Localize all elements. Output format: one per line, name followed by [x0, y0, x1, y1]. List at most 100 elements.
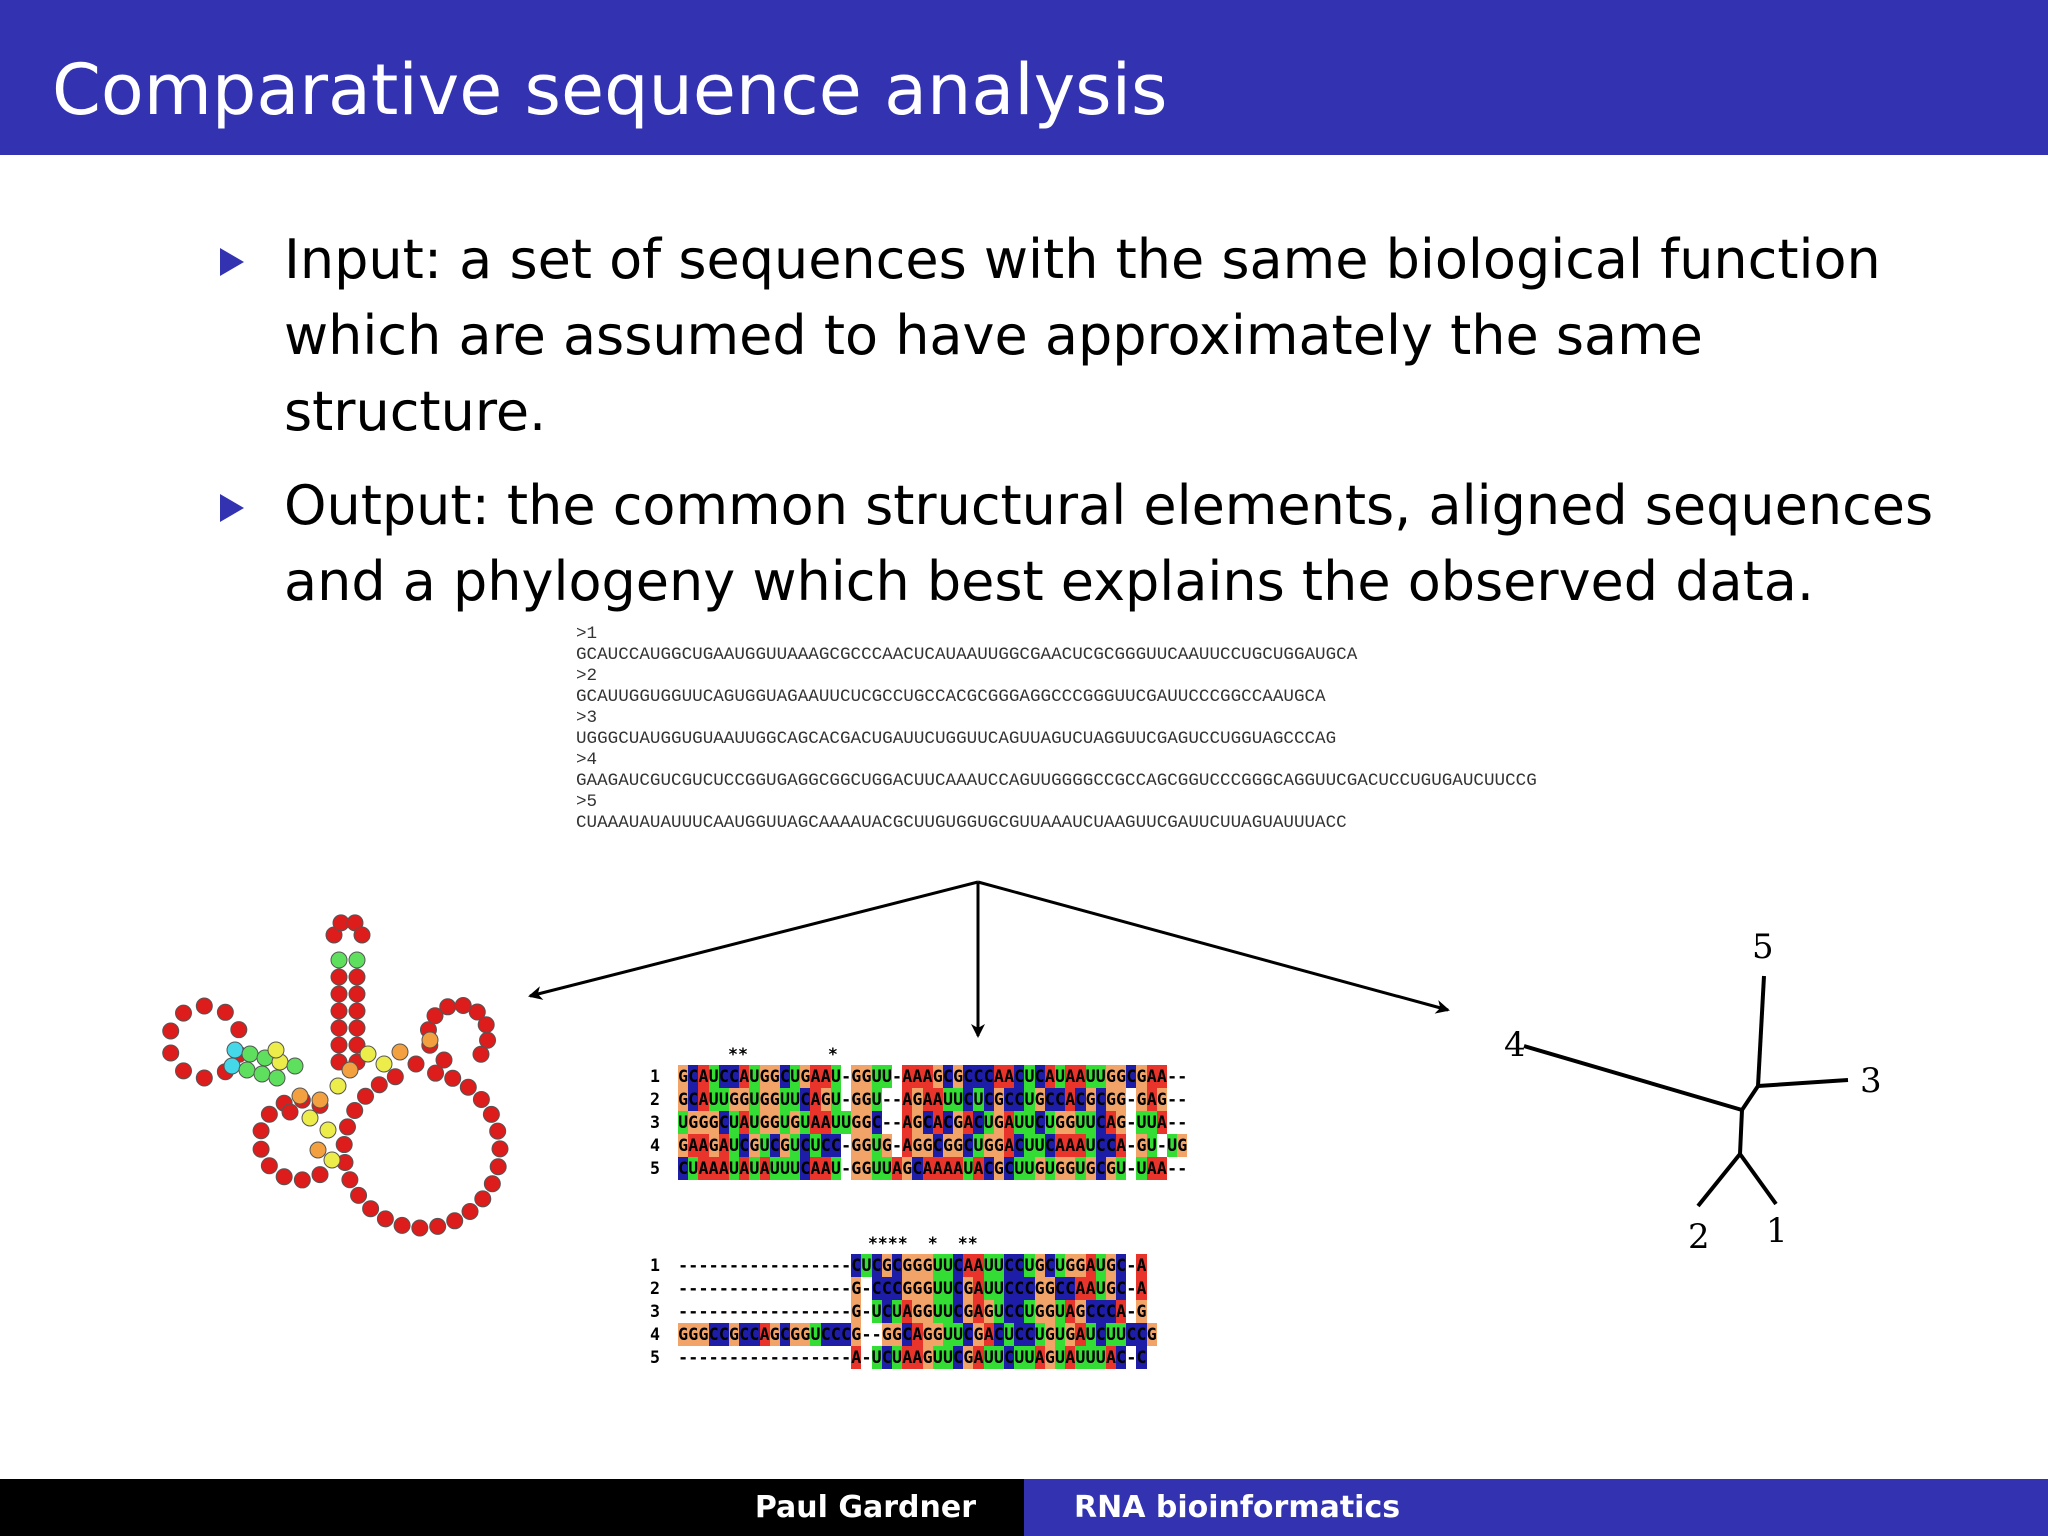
- nucleotide-dot: [341, 1061, 359, 1079]
- nucleotide: C: [983, 1065, 994, 1088]
- nucleotide: -: [718, 1302, 729, 1321]
- nucleotide-dot: [241, 1045, 259, 1063]
- nucleotide: A: [810, 1088, 821, 1111]
- nucleotide: A: [1146, 1088, 1157, 1111]
- nucleotide: U: [1116, 1157, 1127, 1180]
- nucleotide: G: [800, 1323, 811, 1346]
- nucleotide: G: [759, 1065, 770, 1088]
- tree-branch: [1738, 1152, 1778, 1206]
- nucleotide: -: [820, 1348, 831, 1367]
- nucleotide: -: [820, 1302, 831, 1321]
- nucleotide: A: [973, 1346, 984, 1369]
- nucleotide: U: [1034, 1323, 1045, 1346]
- nucleotide: C: [932, 1134, 943, 1157]
- nucleotide: A: [1085, 1277, 1096, 1300]
- nucleotide: G: [932, 1065, 943, 1088]
- nucleotide: A: [851, 1346, 862, 1369]
- aligned-sequence: -----------------CUCGCGGGUUCAAUUCCUGCUGG…: [678, 1254, 1147, 1277]
- alignment-block-bottom: **** * ** 1-----------------CUCGCGGGUUCA…: [650, 1232, 1157, 1369]
- nucleotide: -: [1126, 1113, 1137, 1132]
- nucleotide: U: [800, 1111, 811, 1134]
- nucleotide: C: [891, 1277, 903, 1300]
- nucleotide: -: [718, 1279, 729, 1298]
- nucleotide: A: [1004, 1065, 1015, 1088]
- nucleotide: U: [1024, 1065, 1035, 1088]
- nucleotide: A: [1156, 1111, 1167, 1134]
- nucleotide: -: [698, 1256, 709, 1275]
- nucleotide: A: [942, 1157, 954, 1180]
- nucleotide: U: [871, 1065, 882, 1088]
- nucleotide: C: [891, 1254, 903, 1277]
- nucleotide: C: [708, 1323, 719, 1346]
- nucleotide: A: [1075, 1134, 1086, 1157]
- nucleotide: A: [993, 1065, 1004, 1088]
- nucleotide: -: [749, 1348, 760, 1367]
- nucleotide: -: [1156, 1136, 1167, 1155]
- nucleotide-dot: [439, 998, 457, 1016]
- nucleotide: C: [800, 1088, 811, 1111]
- nucleotide: U: [953, 1088, 964, 1111]
- nucleotide-dot: [268, 1069, 286, 1087]
- nucleotide-dot: [421, 1031, 439, 1049]
- nucleotide-dot: [468, 1003, 486, 1021]
- nucleotide: A: [820, 1157, 831, 1180]
- nucleotide-dot: [353, 926, 371, 944]
- nucleotide: C: [1044, 1088, 1055, 1111]
- nucleotide: G: [912, 1111, 923, 1134]
- nucleotide: -: [688, 1279, 699, 1298]
- sequence-number: 2: [650, 1279, 660, 1298]
- aligned-sequence: GGGCCGCCAGCGGUCCCG--GGCAGGUUCGACUCCUGUGA…: [678, 1323, 1157, 1346]
- nucleotide: A: [1136, 1254, 1147, 1277]
- nucleotide: G: [1044, 1277, 1055, 1300]
- nucleotide-dot: [230, 1021, 248, 1039]
- nucleotide: -: [759, 1256, 770, 1275]
- nucleotide: G: [932, 1323, 943, 1346]
- nucleotide: -: [810, 1302, 821, 1321]
- nucleotide: C: [1095, 1088, 1106, 1111]
- nucleotide: -: [841, 1159, 852, 1178]
- nucleotide-dot: [309, 1141, 327, 1159]
- sequence-number: 2: [650, 1090, 660, 1109]
- nucleotide: C: [678, 1157, 689, 1180]
- aligned-sequence: UGGGCUAUGGUGUAAUUGGC--AGCACGACUGAUUCUGGU…: [678, 1111, 1187, 1134]
- nucleotide: U: [871, 1088, 882, 1111]
- nucleotide: G: [769, 1111, 780, 1134]
- nucleotide: U: [1034, 1134, 1045, 1157]
- nucleotide: C: [779, 1065, 791, 1088]
- nucleotide: -: [841, 1302, 852, 1321]
- nucleotide: -: [759, 1348, 770, 1367]
- nucleotide: C: [871, 1111, 882, 1134]
- nucleotide: U: [1095, 1277, 1106, 1300]
- nucleotide: U: [891, 1346, 903, 1369]
- nucleotide: U: [728, 1134, 740, 1157]
- nucleotide: C: [1014, 1277, 1025, 1300]
- nucleotide: G: [1034, 1088, 1045, 1111]
- nucleotide-dot: [330, 951, 348, 969]
- tree-branch: [1756, 975, 1766, 1087]
- nucleotide: C: [1004, 1346, 1015, 1369]
- nucleotide: C: [820, 1134, 831, 1157]
- nucleotide: C: [1004, 1300, 1015, 1323]
- nucleotide: C: [830, 1323, 841, 1346]
- nucleotide: G: [953, 1134, 964, 1157]
- nucleotide: -: [892, 1113, 903, 1132]
- bullet-text: Input: a set of sequences with the same …: [284, 228, 1881, 443]
- nucleotide: C: [973, 1065, 984, 1088]
- nucleotide: C: [1004, 1277, 1015, 1300]
- nucleotide: C: [1034, 1065, 1045, 1088]
- nucleotide: C: [1014, 1300, 1025, 1323]
- nucleotide: U: [1116, 1323, 1127, 1346]
- nucleotide: U: [932, 1300, 943, 1323]
- nucleotide: U: [1136, 1157, 1147, 1180]
- fasta-line: GCAUUGGUGGUUCAGUGGUAGAAUUCUCGCCUGCCACGCG…: [576, 687, 1326, 707]
- nucleotide: U: [1075, 1346, 1086, 1369]
- nucleotide: -: [790, 1256, 801, 1275]
- nucleotide: C: [871, 1277, 882, 1300]
- nucleotide-dot: [253, 1065, 271, 1083]
- nucleotide: C: [1014, 1323, 1025, 1346]
- nucleotide: G: [963, 1300, 974, 1323]
- nucleotide: G: [922, 1134, 933, 1157]
- tree-label-2: 2: [1688, 1217, 1710, 1257]
- nucleotide: A: [1065, 1065, 1076, 1088]
- nucleotide: -: [1177, 1067, 1188, 1086]
